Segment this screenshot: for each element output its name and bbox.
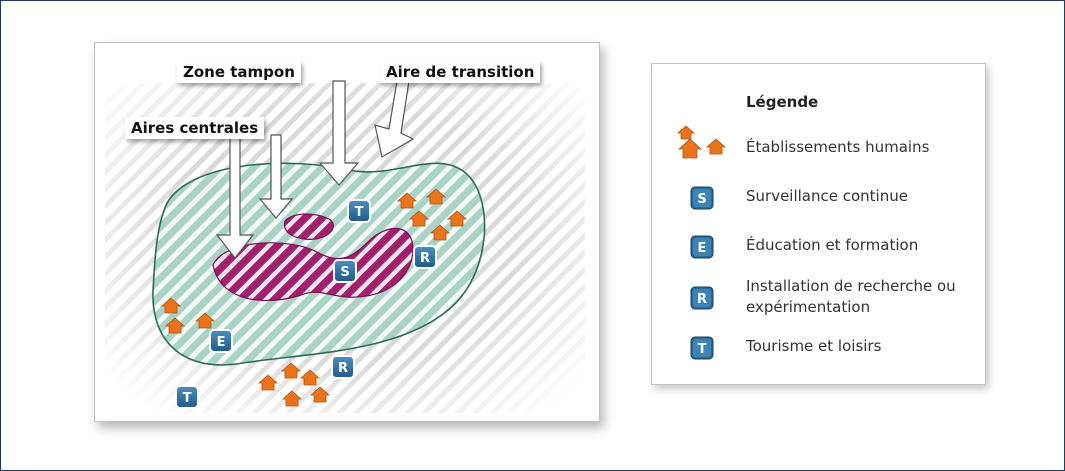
core-area-small (283, 213, 334, 240)
svg-text:T: T (698, 342, 707, 357)
marker-t-outer: T (175, 385, 199, 409)
arrow-aires-centrales-main (215, 134, 255, 259)
marker-r-outer: R (331, 355, 355, 379)
biosphere-diagram: T S R E R T Zone tampon Aire de transiti… (94, 42, 600, 422)
svg-text:T: T (183, 391, 192, 406)
r-marker-icon: R (690, 286, 714, 310)
svg-text:S: S (697, 192, 706, 207)
legend-label-tourism: Tourisme et loisirs (746, 337, 882, 355)
t-marker-icon: T (690, 336, 714, 360)
svg-text:E: E (698, 241, 707, 256)
arrow-aire-transition (374, 80, 415, 158)
svg-text:S: S (340, 265, 349, 280)
arrow-aires-centrales-secondary (258, 134, 294, 219)
legend-label-settlements: Établissements humains (746, 138, 930, 156)
aires-centrales-label: Aires centrales (125, 117, 265, 139)
marker-s: S (333, 259, 357, 283)
legend-label-education: Éducation et formation (746, 236, 919, 254)
marker-t-top: T (347, 199, 371, 223)
legend: Légende Établissements humains S Surveil… (651, 63, 986, 385)
legend-label-research: Installation de recherche ou expérimenta… (746, 277, 956, 316)
legend-label-monitoring: Surveillance continue (746, 187, 908, 205)
s-marker-icon: S (690, 186, 714, 210)
aire-transition-label: Aire de transition (380, 61, 541, 83)
svg-text:R: R (420, 251, 430, 266)
e-marker-icon: E (690, 235, 714, 259)
legend-title: Légende (746, 93, 819, 111)
zonation-map: T S R E R T (95, 43, 599, 421)
svg-text:R: R (338, 361, 348, 376)
svg-text:E: E (217, 335, 226, 350)
marker-r-inner: R (413, 245, 437, 269)
zone-tampon-label: Zone tampon (177, 61, 301, 83)
svg-text:R: R (697, 292, 707, 307)
arrow-zone-tampon (318, 80, 360, 186)
svg-text:T: T (355, 205, 364, 220)
core-area-main (212, 227, 414, 302)
marker-e: E (209, 329, 233, 353)
houses-icon (676, 125, 727, 159)
